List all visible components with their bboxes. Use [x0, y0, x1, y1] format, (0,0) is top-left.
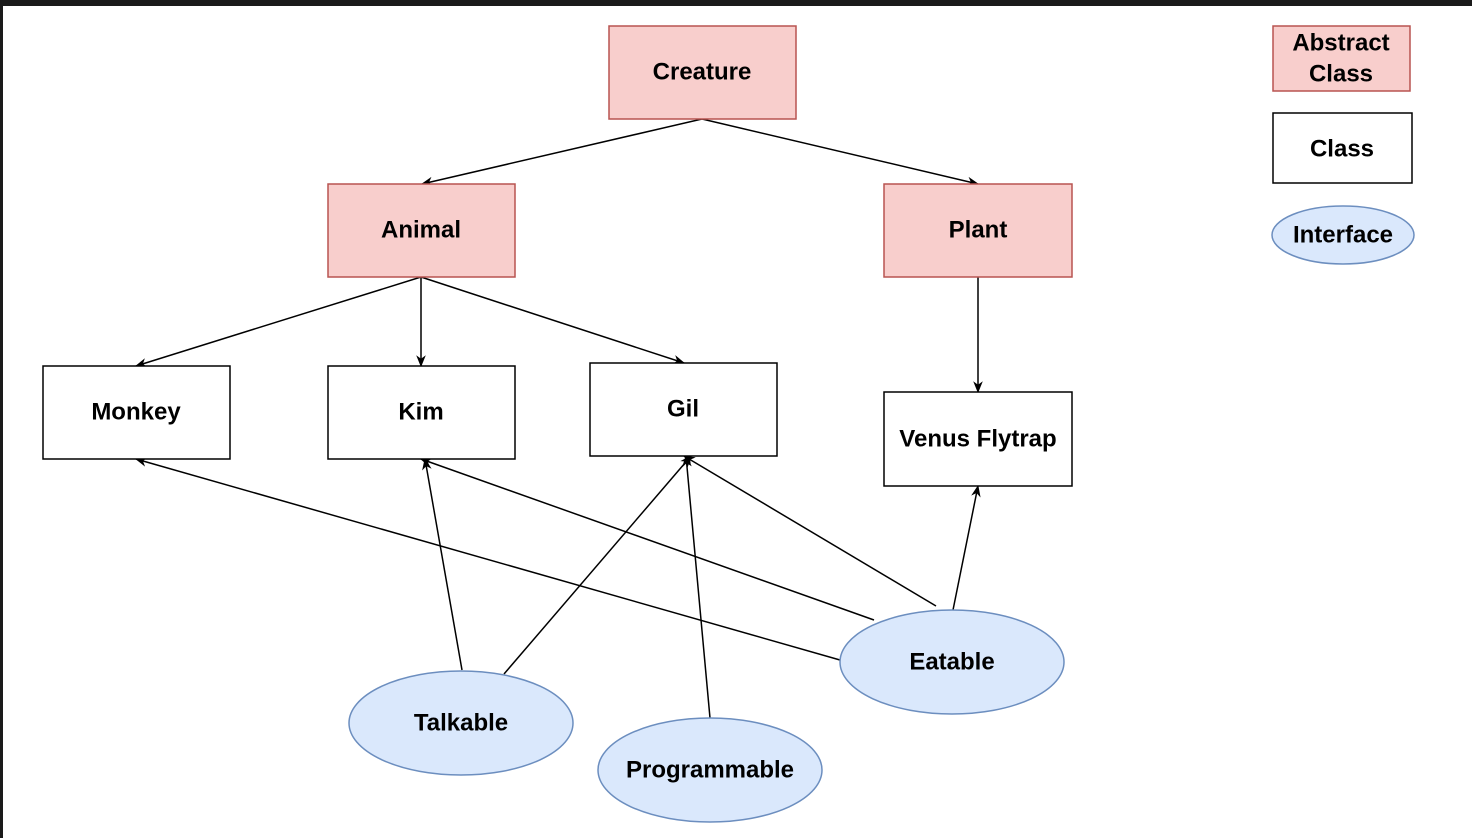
legend-abstract-line1: Abstract — [1292, 30, 1389, 57]
node-plant-label: Plant — [949, 217, 1008, 244]
edge-eatable-to-gil — [682, 455, 937, 607]
node-programmable-label: Programmable — [626, 757, 794, 784]
legend-abstract-line2: Class — [1309, 61, 1373, 88]
legend-interface-label: Interface — [1293, 222, 1393, 249]
node-animal[interactable]: Animal — [327, 183, 516, 278]
node-plant[interactable]: Plant — [883, 183, 1073, 278]
edge-eatable-to-monkey — [134, 457, 841, 661]
legend-class-label: Class — [1310, 136, 1374, 163]
legend: Abstract Class Class Interface — [1271, 25, 1415, 265]
legend-abstract-class: Abstract Class — [1272, 25, 1411, 92]
node-monkey[interactable]: Monkey — [42, 365, 231, 460]
node-gil-label: Gil — [667, 396, 699, 423]
node-creature[interactable]: Creature — [608, 25, 797, 120]
legend-class: Class — [1272, 112, 1413, 184]
node-kim[interactable]: Kim — [327, 365, 516, 460]
edge-animal-to-monkey — [134, 276, 422, 368]
node-eatable[interactable]: Eatable — [839, 609, 1065, 715]
edge-animal-to-gil — [420, 276, 686, 365]
edge-creature-to-animal — [420, 118, 703, 187]
node-monkey-label: Monkey — [91, 399, 181, 426]
node-gil[interactable]: Gil — [589, 362, 778, 457]
node-eatable-label: Eatable — [909, 649, 994, 676]
edge-talkable-to-gil — [503, 455, 692, 675]
edge-layer — [134, 118, 983, 719]
edge-eatable-to-kim — [419, 458, 875, 621]
legend-interface: Interface — [1271, 205, 1415, 265]
node-kim-label: Kim — [398, 399, 443, 426]
node-talkable[interactable]: Talkable — [348, 670, 574, 776]
node-talkable-label: Talkable — [414, 710, 508, 737]
edge-creature-to-plant — [701, 118, 980, 187]
edge-talkable-to-kim — [422, 457, 463, 671]
node-venus[interactable]: Venus Flytrap — [883, 391, 1073, 487]
node-creature-label: Creature — [653, 59, 752, 86]
node-venus-label: Venus Flytrap — [899, 426, 1056, 453]
node-animal-label: Animal — [381, 217, 461, 244]
edge-programmable-to-gil — [682, 454, 711, 719]
edge-eatable-to-venus — [952, 484, 981, 611]
node-programmable[interactable]: Programmable — [597, 717, 823, 823]
